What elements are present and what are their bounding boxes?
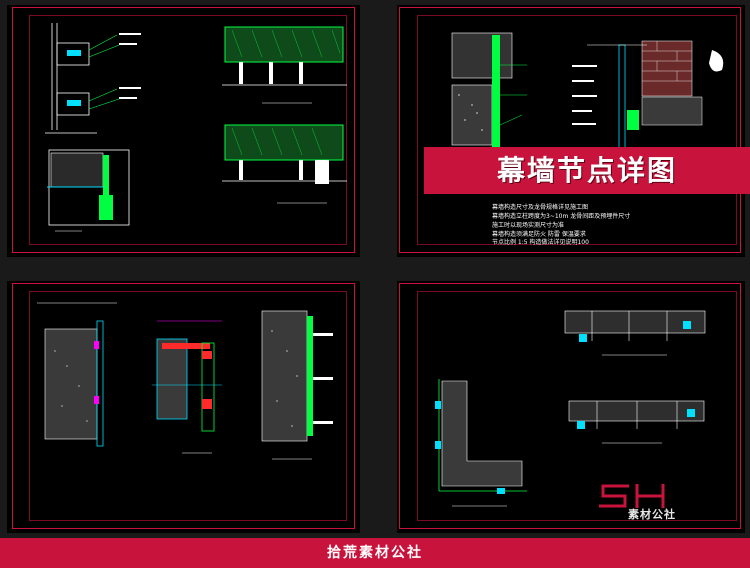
drawing-sheet-bottom-right (397, 281, 745, 533)
sh-logo (595, 480, 695, 522)
sheet-inner-border (29, 15, 347, 245)
sheet-border (12, 283, 355, 529)
drawing-sheet-top-right: 幕墙构造尺寸及龙骨规格详见施工图 幕墙构造立柱跨度为3~10m 龙骨间距及预埋件… (397, 5, 745, 257)
footer-bar: 拾荒素材公社 (0, 538, 750, 568)
logo-subtitle: 素材公社 (628, 508, 676, 521)
banner-title: 幕墙节点详图 (496, 154, 677, 187)
sheet-border (399, 7, 741, 253)
sh-logo-mark (599, 484, 665, 508)
drawing-sheet-top-left (7, 5, 360, 257)
sheet-inner-border (417, 15, 737, 245)
note-line-5: 节点比例 1:5 构造做法详见说明100 (492, 239, 589, 246)
cad-drawing-brick-wall-node (451, 32, 724, 155)
cad-drawing-corner-plan (435, 310, 706, 507)
cad-drawing-wall-sections (45, 23, 347, 232)
cad-drawing-column-sections (37, 302, 333, 460)
note-line-2: 幕墙构造立柱跨度为3~10m 龙骨间距及预埋件尺寸 (492, 213, 631, 220)
drawing-sheet-bottom-left (7, 281, 360, 533)
title-banner: 幕墙节点详图 (424, 147, 750, 194)
sheet-inner-border (417, 291, 737, 521)
note-line-3: 施工时以现场实测尺寸为准 (492, 222, 565, 229)
note-line-1: 幕墙构造尺寸及龙骨规格详见施工图 (492, 204, 589, 211)
sheet-border (12, 7, 355, 253)
footer-text: 拾荒素材公社 (327, 545, 423, 561)
sheet-inner-border (29, 291, 347, 521)
sheet-border (399, 283, 741, 529)
note-line-4: 幕墙构造须满足防火 防雷 保温要求 (492, 231, 586, 238)
